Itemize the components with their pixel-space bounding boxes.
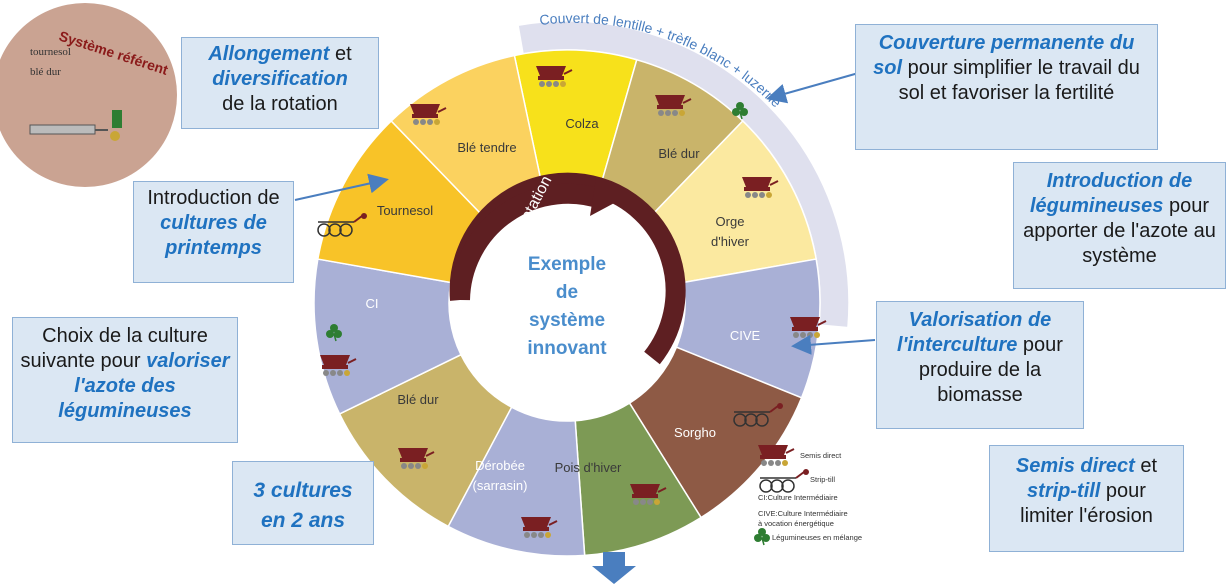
label-ci: CI [366,296,379,311]
legend: Semis direct Strip-till CI:Culture Inter… [753,444,862,546]
box-allongement-t1: et [329,43,352,65]
referent-crop-2: blé dur [30,66,61,78]
legend-legumineuses: Légumineuses en mélange [772,533,862,542]
box-semis-em2: strip-till [1027,480,1101,502]
box-semis-em1: Semis direct [1015,455,1135,477]
label-orge-1: Orge [716,214,745,229]
referent-crop-1: tournesol [30,46,71,58]
box-valorisation-t: pour produire de la biomasse [918,334,1063,406]
box-intro-cultures-t: Introduction de [147,187,280,209]
connector-arrow [766,71,863,104]
box-trois-cultures-em: 3 cultures en 2 ans [253,479,353,532]
label-pois: Pois d'hiver [555,460,622,475]
box-allongement-t2: de la rotation [222,93,338,115]
box-valorisation: Valorisation de l'interculture pour prod… [876,301,1084,429]
referent-system: tournesol blé dur Système référent [0,3,177,187]
label-derobee-2: (sarrasin) [473,478,528,493]
rotation-wheel [313,20,850,557]
wheel-center: Rotation Exemple de système innovant [449,172,686,421]
box-semis-t1: et [1134,455,1158,477]
legend-cive-1: CIVE:Culture Intermédiaire [758,509,848,518]
label-sorgho: Sorgho [674,425,716,440]
box-trois-cultures: 3 cultures en 2 ans [232,461,374,545]
box-allongement-em1: Allongement [208,43,330,65]
center-line-4: innovant [527,338,607,359]
label-cive: CIVE [730,328,761,343]
legend-strip-till: Strip-till [810,475,835,484]
legend-clover-icon [753,527,771,546]
box-allongement: Allongement et diversification de la rot… [181,37,379,129]
label-derobee-1: Dérobée [475,458,525,473]
box-introduction-cultures: Introduction de cultures de printemps [133,181,294,283]
box-choix-em: valoriser l'azote des légumineuses [58,350,230,422]
box-couverture-em: Couverture permanente du sol [873,32,1135,79]
box-legumineuses: Introduction de légumineuses pour apport… [1013,162,1226,289]
box-legumineuses-em: Introduction de légumineuses [1030,170,1193,217]
box-semis-t2: pour limiter l'érosion [1020,480,1153,527]
center-line-1: Exemple [528,254,606,275]
center-line-2: de [556,282,578,303]
legend-ci: CI:Culture Intermédiaire [758,493,838,502]
box-valorisation-em: Valorisation de l'interculture [897,309,1052,356]
label-ble-dur-top: Blé dur [658,146,700,161]
label-orge-2: d'hiver [711,234,750,249]
label-colza: Colza [565,116,599,131]
legend-seeder-icon [757,444,795,467]
referent-tool-icon [29,110,122,141]
legend-semis-direct: Semis direct [800,451,842,460]
box-couverture: Couverture permanente du sol pour simpli… [855,24,1158,150]
connector-arrow [294,173,389,201]
box-intro-cultures-em: cultures de printemps [160,212,267,259]
box-couverture-t: pour simplifier le travail du sol et fav… [898,57,1140,104]
box-semis: Semis direct et strip-till pour limiter … [989,445,1184,552]
rotation-arrowhead [590,178,618,216]
legend-cive-2: à vocation énergétique [758,519,834,528]
label-ble-tendre: Blé tendre [457,140,516,155]
box-choix: Choix de la culture suivante pour valori… [12,317,238,443]
box-legumineuses-t: pour apporter de l'azote au système [1023,195,1216,267]
box-choix-t: Choix de la culture suivante pour [20,325,208,372]
legend-strip-till-icon [759,468,810,493]
label-tournesol: Tournesol [377,203,433,218]
connector-arrow [791,334,876,355]
box-allongement-em2: diversification [212,68,348,90]
down-arrow-icon [592,552,636,584]
center-line-3: système [529,310,605,331]
label-ble-dur-left: Blé dur [397,392,439,407]
